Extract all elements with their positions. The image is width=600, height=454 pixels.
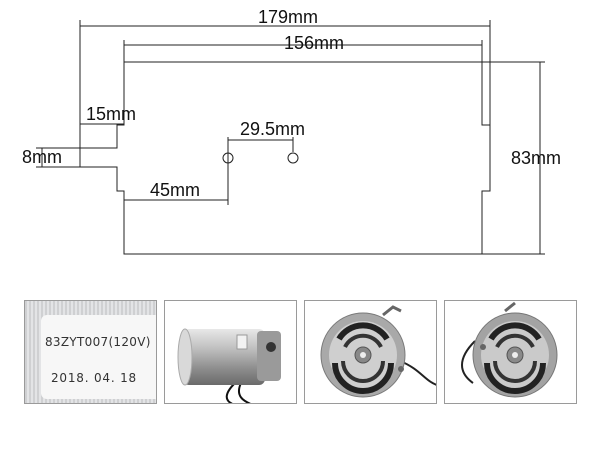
dim-label-179: 179mm (258, 7, 318, 27)
motor-side-photo (164, 300, 297, 404)
label-model-text: 83ZYT007(120V) (45, 335, 151, 349)
mount-hole-right (287, 152, 299, 164)
product-label (41, 315, 156, 399)
dim-label-45: 45mm (150, 180, 200, 200)
label-photo: 83ZYT007(120V) 2018. 04. 18 (24, 300, 157, 404)
dim-label-156: 156mm (284, 33, 344, 53)
dim-label-8: 8mm (22, 147, 62, 167)
dim-label-29-5: 29.5mm (240, 119, 305, 139)
dim-label-83: 83mm (511, 148, 561, 168)
label-date-text: 2018. 04. 18 (51, 371, 137, 385)
dim-label-15: 15mm (86, 104, 136, 124)
dimension-drawing: 179mm 156mm 15mm 8mm 29.5mm 45mm 83mm (22, 7, 561, 255)
motor-front-angle-photo (444, 300, 577, 404)
motor-front-photo (304, 300, 437, 404)
plate-outline (79, 61, 491, 255)
